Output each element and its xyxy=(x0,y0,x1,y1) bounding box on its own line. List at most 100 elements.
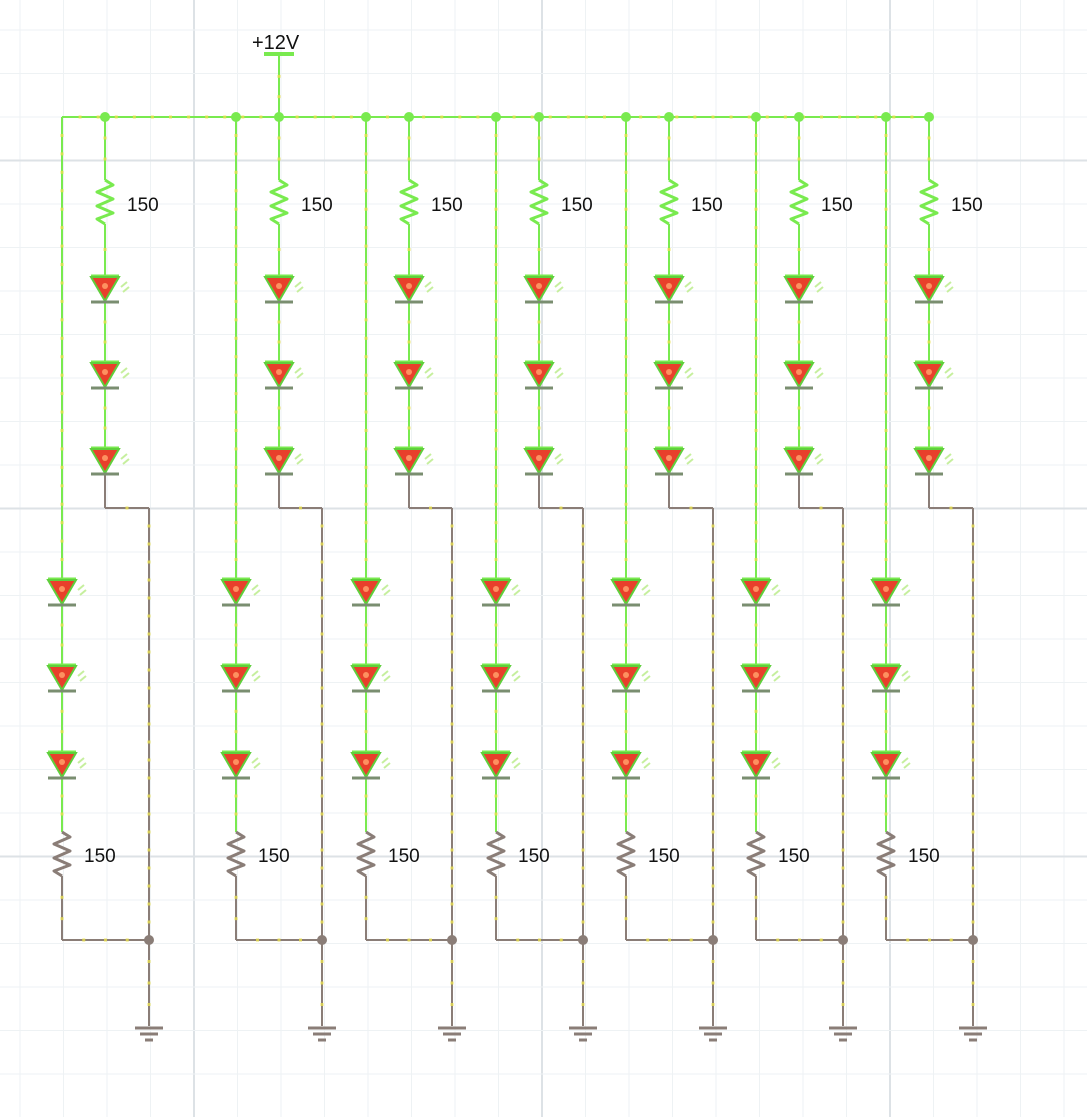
led-ray xyxy=(944,281,952,288)
current-dot xyxy=(450,650,454,654)
led-ray xyxy=(946,458,954,465)
resistor xyxy=(226,830,246,878)
led-glow xyxy=(536,283,542,289)
current-dot xyxy=(624,502,628,506)
current-dot xyxy=(624,281,628,285)
led-ray xyxy=(513,589,521,596)
current-dot xyxy=(320,542,324,546)
resistor-label: 150 xyxy=(951,195,983,216)
current-dot xyxy=(624,318,628,322)
current-dot xyxy=(60,502,64,506)
current-dot xyxy=(884,207,888,211)
current-dot xyxy=(450,722,454,726)
current-dot xyxy=(364,643,368,647)
current-dot xyxy=(884,521,888,525)
current-dot xyxy=(906,938,910,942)
current-dot xyxy=(667,136,671,140)
led-ray xyxy=(684,281,692,288)
current-dot xyxy=(299,506,302,510)
current-dot xyxy=(494,226,498,230)
current-dot xyxy=(277,426,281,430)
current-dot xyxy=(581,830,585,834)
current-dot xyxy=(754,558,758,562)
current-dot xyxy=(797,136,801,140)
current-dot xyxy=(711,1003,715,1006)
current-dot xyxy=(754,895,758,899)
current-dot xyxy=(971,1003,975,1006)
current-dot xyxy=(234,336,238,340)
led-ray xyxy=(77,757,85,764)
current-dot xyxy=(841,524,845,528)
current-dot xyxy=(949,506,953,510)
led-glow xyxy=(406,283,412,289)
current-dot xyxy=(537,136,541,140)
current-dot xyxy=(494,189,498,193)
led-ray xyxy=(554,453,562,460)
led xyxy=(783,274,824,304)
led-ray xyxy=(554,281,562,288)
current-dot xyxy=(927,157,931,161)
current-dot xyxy=(234,207,238,211)
current-dot xyxy=(60,133,64,137)
resistor xyxy=(876,830,896,878)
current-dot xyxy=(624,410,628,414)
current-dot xyxy=(494,410,498,414)
current-dot xyxy=(407,426,411,430)
led-glow xyxy=(276,455,282,461)
current-dot xyxy=(581,614,585,618)
current-dot xyxy=(450,632,454,636)
current-dot xyxy=(103,136,107,140)
current-dot xyxy=(754,355,758,359)
resistor-label: 150 xyxy=(561,195,593,216)
current-dot xyxy=(320,722,324,726)
current-dot xyxy=(234,355,238,359)
resistor xyxy=(616,830,636,878)
current-dot xyxy=(103,248,107,251)
led xyxy=(480,663,521,693)
current-dot xyxy=(320,960,324,963)
current-dot xyxy=(103,340,107,344)
current-dot xyxy=(299,938,302,942)
current-dot xyxy=(884,502,888,506)
ground-symbol xyxy=(438,1026,466,1042)
led-glow xyxy=(883,759,889,765)
current-dot xyxy=(277,157,281,161)
current-dot xyxy=(841,884,845,888)
current-dot xyxy=(234,794,238,798)
current-dot xyxy=(147,902,151,906)
current-dot xyxy=(927,406,931,410)
led xyxy=(480,750,521,780)
current-dot xyxy=(797,320,801,324)
led xyxy=(263,446,304,476)
current-dot xyxy=(234,812,238,816)
current-dot xyxy=(364,170,368,174)
current-dot xyxy=(320,686,324,690)
current-dot xyxy=(711,668,715,672)
current-dot xyxy=(624,355,628,359)
current-dot xyxy=(581,560,585,564)
current-dot xyxy=(581,668,585,672)
current-dot xyxy=(60,281,64,285)
led-ray xyxy=(814,367,822,374)
current-dot xyxy=(234,502,238,506)
resistor-label: 150 xyxy=(908,846,940,867)
current-dot xyxy=(450,960,454,963)
current-dot xyxy=(60,428,64,432)
current-dot xyxy=(624,558,628,562)
current-dot xyxy=(234,263,238,267)
current-dot xyxy=(754,917,758,921)
current-dot xyxy=(494,336,498,340)
current-dot xyxy=(581,758,585,762)
current-dot xyxy=(223,115,227,119)
current-dot xyxy=(234,428,238,432)
current-dot xyxy=(60,643,64,647)
current-dot xyxy=(841,758,845,762)
led-ray xyxy=(944,453,952,460)
current-dot xyxy=(754,465,758,469)
led-ray xyxy=(79,589,87,596)
current-dot xyxy=(581,578,585,582)
current-dot xyxy=(754,428,758,432)
current-dot xyxy=(841,722,845,726)
current-dot xyxy=(711,981,715,985)
resistor-label: 150 xyxy=(691,195,723,216)
